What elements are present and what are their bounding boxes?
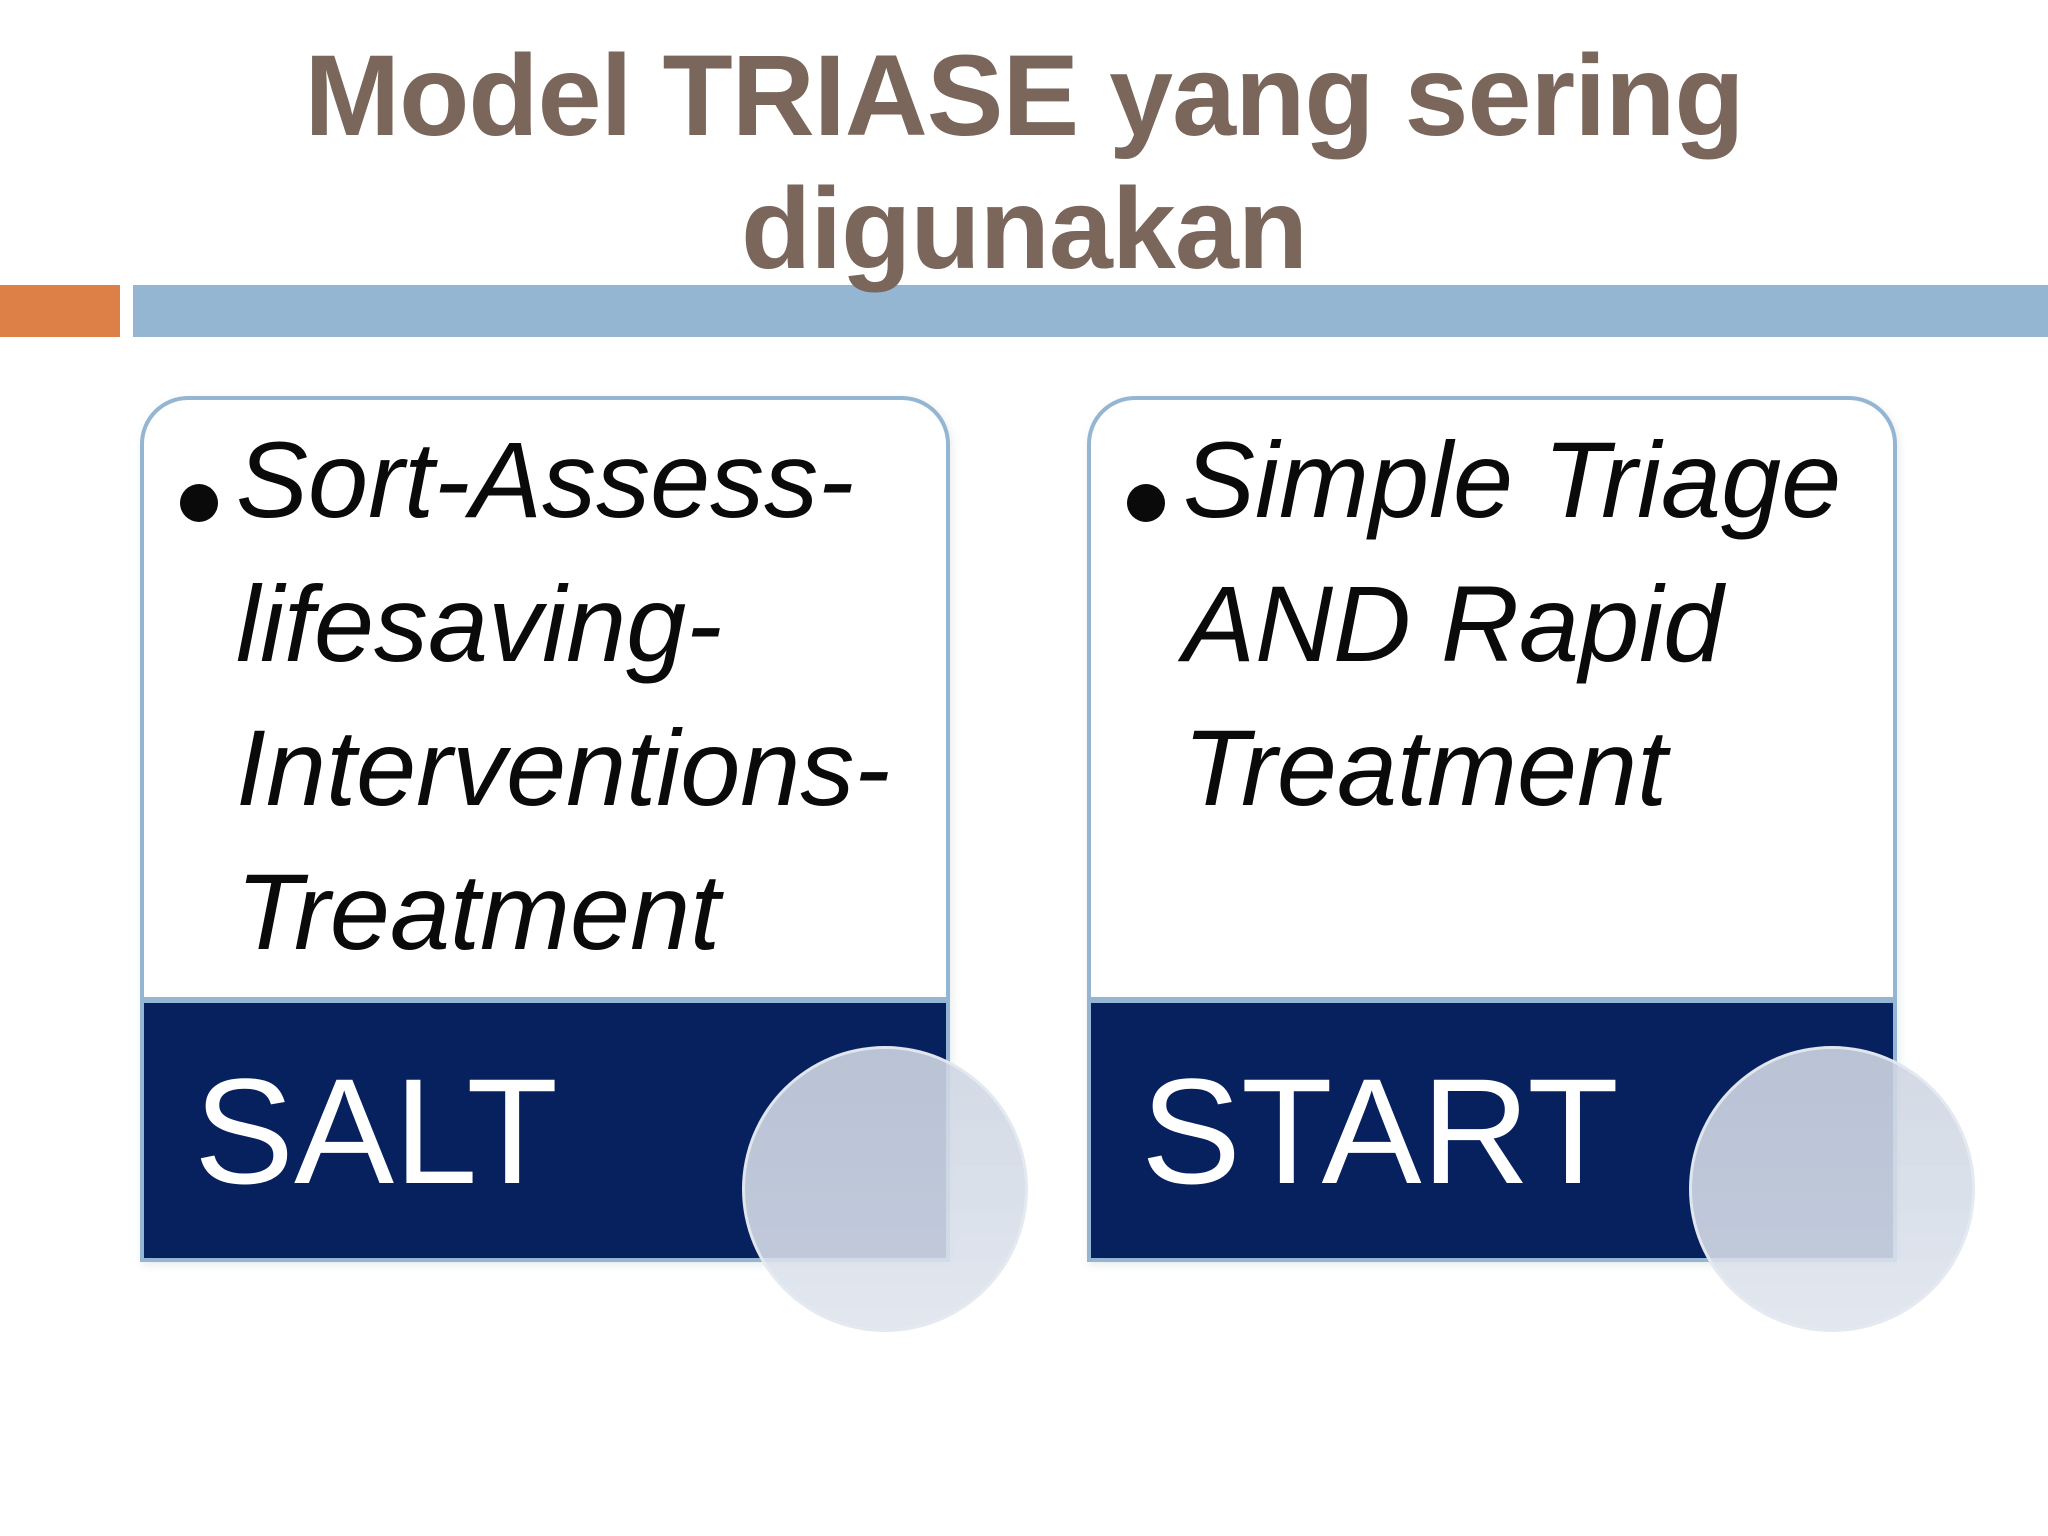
card-start-body: Simple Triage AND Rapid Treatment (1091, 400, 1893, 997)
decorative-circle (1689, 1046, 1975, 1332)
card-start-label: START (1141, 1046, 1619, 1215)
decorative-circle (742, 1046, 1028, 1332)
accent-bar-blue (133, 285, 2048, 337)
card-salt: Sort-Assess- lifesaving- Interventions- … (140, 396, 1028, 1332)
card-start-text: Simple Triage AND Rapid Treatment (1183, 419, 1842, 828)
card-salt-body: Sort-Assess- lifesaving- Interventions- … (144, 400, 946, 997)
bullet-icon (1127, 484, 1165, 522)
card-start: Simple Triage AND Rapid Treatment START (1087, 396, 1975, 1332)
accent-bar-orange (0, 285, 120, 337)
card-salt-label: SALT (194, 1046, 559, 1215)
slide-title: Model TRIASE yang sering digunakan (304, 32, 1744, 293)
bullet-icon (180, 484, 218, 522)
card-salt-text: Sort-Assess- lifesaving- Interventions- … (236, 419, 891, 972)
